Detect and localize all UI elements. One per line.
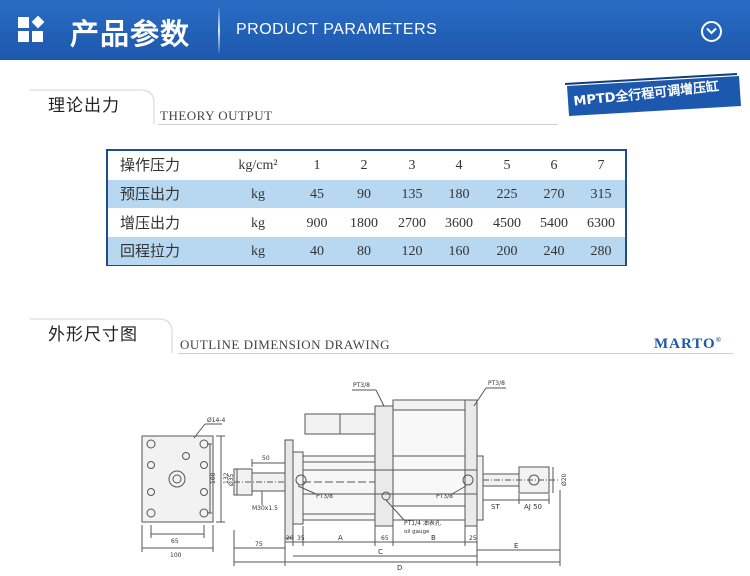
table-cell: 4 [455, 158, 463, 173]
table-cell: 160 [448, 244, 470, 259]
table-cell: 3 [408, 158, 416, 173]
dim-b: B [431, 534, 436, 542]
header-bar: 产品参数 PRODUCT PARAMETERS [0, 0, 750, 60]
table-cell: 6 [550, 158, 558, 173]
page-title: 产品参数 [70, 17, 191, 51]
page-subtitle: PRODUCT PARAMETERS [236, 21, 438, 38]
table-cell: 3600 [445, 216, 473, 231]
dim-bore-dia: Ø20 [561, 473, 568, 486]
table-cell: 90 [357, 187, 371, 202]
model-badge: MPTD全行程可调增压缸 [561, 72, 745, 118]
port-right-label: PT3/8 [488, 380, 505, 387]
chevron-down-icon[interactable] [701, 21, 722, 42]
table-cell: 225 [496, 187, 518, 202]
dim-c: C [378, 548, 383, 556]
table-cell: 1 [313, 158, 321, 173]
table-cell: 270 [543, 187, 565, 202]
dim-100-v: 100 [210, 472, 217, 484]
table-cell: 180 [448, 187, 470, 202]
table-cell: 2700 [398, 216, 426, 231]
table-row: 预压出力 kg 45 90 135 180 225 270 315 [108, 180, 625, 208]
dim-st: ST [491, 503, 500, 511]
table-cell: 280 [590, 244, 612, 259]
row-label: 增压出力 [120, 214, 181, 232]
table-cell: 200 [496, 244, 518, 259]
table-cell: 7 [597, 158, 605, 173]
dim-25: 25 [469, 535, 477, 542]
table-cell: 4500 [493, 216, 521, 231]
dim-20: 20 [286, 535, 294, 542]
table-cell: 900 [306, 216, 328, 231]
dim-100-h: 100 [170, 552, 182, 559]
table-cell: 2 [360, 158, 368, 173]
table-row: 回程拉力 kg 40 80 120 160 200 240 280 [108, 237, 625, 265]
dim-65-h: 65 [171, 538, 179, 545]
thread-label: M30x1.5 [252, 505, 278, 512]
dim-a: A [338, 534, 343, 542]
port-inner-left-label: PT3/8 [316, 493, 333, 500]
theory-title-en: THEORY OUTPUT [160, 108, 273, 123]
dim-d: D [397, 564, 402, 572]
header-divider [218, 8, 220, 53]
dim-aj: AJ 50 [524, 503, 542, 511]
section-rule [178, 353, 733, 354]
row-label: 预压出力 [120, 185, 181, 203]
port-inner-right-label: PT3/8 [436, 493, 453, 500]
section-rule [158, 124, 558, 125]
table-cell: 120 [401, 244, 423, 259]
table-cell: 135 [401, 187, 423, 202]
table-cell: 315 [590, 187, 612, 202]
row-label: 回程拉力 [120, 242, 181, 260]
table-row: 操作压力 kg/cm² 1 2 3 4 5 6 7 [108, 151, 625, 179]
row-unit: kg [251, 187, 265, 202]
port-left-label: PT3/8 [353, 382, 370, 389]
oil-gauge-label: oil gauge [404, 529, 430, 535]
dim-35: 35 [297, 535, 305, 542]
table-cell: 1800 [350, 216, 378, 231]
hole-label: Ø14-4 [207, 417, 226, 424]
table-cell: 80 [357, 244, 371, 259]
row-unit: kg/cm² [238, 158, 278, 173]
dim-e: E [514, 542, 518, 550]
table-cell: 45 [310, 187, 324, 202]
dim-132: 132 [223, 472, 230, 484]
row-unit: kg [251, 216, 265, 231]
brand-logo: MARTO® [654, 336, 722, 352]
table-cell: 6300 [587, 216, 615, 231]
outline-title-cn: 外形尺寸图 [48, 325, 138, 345]
theory-title-cn: 理论出力 [48, 96, 120, 116]
table-cell: 5 [503, 158, 511, 173]
grid-logo-icon [18, 15, 45, 43]
table-cell: 240 [543, 244, 565, 259]
section-curve [30, 89, 155, 124]
outline-title-en: OUTLINE DIMENSION DRAWING [180, 337, 391, 352]
oil-port-label: PT1/4 油表孔 [404, 519, 441, 527]
outline-drawing: Ø14-4 132 100 65 100 50 Ø35 M30x1.5 PT3/… [141, 380, 568, 572]
dim-50: 50 [262, 455, 270, 462]
table-cell: 5400 [540, 216, 568, 231]
dim-65: 65 [381, 535, 389, 542]
row-label: 操作压力 [120, 156, 181, 174]
dim-75: 75 [255, 541, 263, 548]
table-row: 增压出力 kg 900 1800 2700 3600 4500 5400 630… [108, 209, 625, 237]
section-curve [30, 318, 173, 353]
dim-rod-dia: Ø35 [228, 473, 235, 486]
row-unit: kg [251, 244, 265, 259]
parameter-table: 操作压力 kg/cm² 1 2 3 4 5 6 7 预压出力 kg 45 90 … [106, 149, 627, 266]
table-cell: 40 [310, 244, 324, 259]
